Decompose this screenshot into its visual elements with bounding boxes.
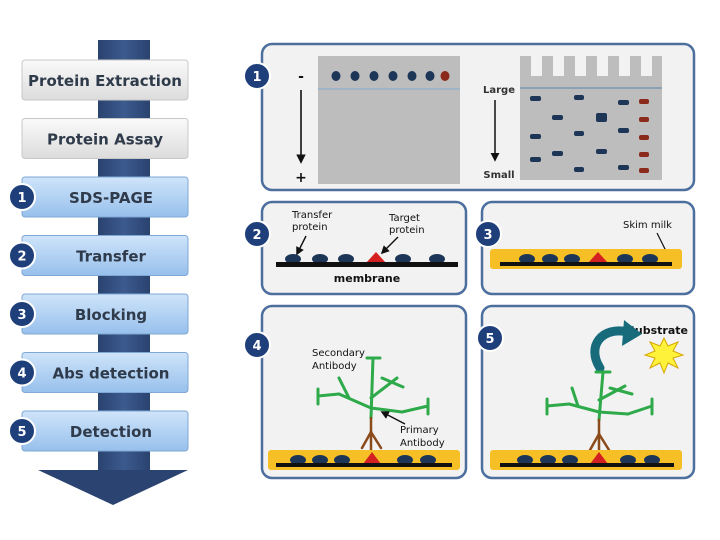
- panel-5-badge: [476, 324, 504, 352]
- step-badge-number: 5: [17, 425, 26, 440]
- substrate-arrow-head: [622, 320, 642, 346]
- flow-arrow-head: [38, 470, 188, 505]
- step-detection: Detection 5: [8, 410, 189, 452]
- panel-5-badge-number: 5: [485, 332, 494, 347]
- blocking-membrane: [500, 262, 672, 266]
- secondary-antibody: [316, 356, 430, 420]
- blocked-proteins: [519, 252, 658, 264]
- step-badge-number: 2: [17, 250, 26, 265]
- step-badge-number: 1: [17, 191, 26, 206]
- anode-sign: +: [295, 170, 307, 186]
- panel-4-badge: [243, 331, 271, 359]
- panel-blocking: 3 Skim milk: [474, 200, 696, 296]
- panel-2-badge-number: 2: [252, 228, 261, 243]
- panel-3-badge: [474, 220, 502, 248]
- step-badge: [8, 300, 36, 328]
- detection-membrane: [276, 463, 452, 467]
- panel-sds-page: 1 - + Large Small: [243, 42, 696, 192]
- step-label: Detection: [70, 423, 152, 441]
- gel-loading: [318, 56, 460, 88]
- panel-transfer: 2 Transfer protein Target protein membra…: [243, 200, 468, 296]
- step-protein-extraction: Protein Extraction: [21, 59, 189, 101]
- cathode-sign: -: [298, 69, 304, 85]
- primary-antibody: [360, 416, 383, 454]
- step-label: Transfer: [76, 248, 146, 266]
- step-badge: [8, 358, 36, 387]
- detection-proteins: [290, 452, 436, 465]
- primary-antibody-pointer: [380, 411, 406, 425]
- secondary-antibody-label: Secondary Antibody: [312, 348, 368, 372]
- step-label: SDS-PAGE: [69, 189, 153, 207]
- step-badge-number: 4: [17, 367, 26, 382]
- panel-4-badge-number: 4: [252, 339, 261, 354]
- membrane-proteins: [285, 252, 445, 264]
- panel-detection: 5 Substrate: [476, 304, 696, 480]
- large-label: Large: [483, 85, 515, 96]
- step-sds-page: SDS-PAGE 1: [8, 176, 189, 218]
- target-pointer: [380, 236, 399, 255]
- loaded-samples: [331, 71, 450, 81]
- step-badge-number: 3: [17, 308, 26, 323]
- step-badge: [8, 241, 36, 270]
- panel-2-badge: [243, 220, 271, 248]
- separated-bands: [530, 95, 649, 173]
- step-label: Blocking: [75, 306, 147, 324]
- bound-secondary-antibody: [545, 370, 654, 422]
- panel-antibody-detection: 4 Secondary Antibody Primary: [243, 304, 468, 480]
- membrane-strip: [276, 262, 458, 267]
- step-label: Protein Assay: [47, 131, 163, 149]
- bound-primary-antibody: [588, 418, 611, 454]
- step-protein-assay: Protein Assay: [21, 118, 189, 159]
- target-protein: [366, 252, 386, 263]
- step-abs-detection: Abs detection 4: [8, 352, 189, 393]
- signal-burst: [643, 336, 685, 375]
- gel-run-area: [318, 90, 460, 184]
- step-label: Protein Extraction: [28, 72, 182, 90]
- panel-3-badge-number: 3: [483, 228, 492, 243]
- step-transfer: Transfer 2: [8, 235, 189, 276]
- skim-milk-label: Skim milk: [623, 220, 672, 231]
- substrate-curved-arrow: [590, 326, 633, 373]
- membrane-label: membrane: [334, 272, 400, 285]
- panel-1-badge-number: 1: [252, 70, 261, 85]
- step-blocking: Blocking 3: [8, 293, 189, 335]
- final-membrane: [500, 463, 674, 467]
- run-gel: [520, 56, 662, 180]
- target-protein-label: Target protein: [388, 213, 425, 236]
- step-box: [21, 118, 189, 159]
- panel-1-badge: [243, 62, 271, 90]
- step-badge: [8, 417, 36, 445]
- step-label: Abs detection: [53, 365, 170, 383]
- step-box: [21, 59, 189, 101]
- transfer-protein-label: Transfer protein: [291, 210, 335, 233]
- substrate-label: Substrate: [627, 324, 688, 337]
- small-label: Small: [483, 170, 514, 181]
- final-proteins: [517, 452, 660, 465]
- step-badge: [8, 183, 36, 211]
- primary-antibody-label: Primary Antibody: [400, 425, 445, 449]
- transfer-pointer: [296, 235, 307, 256]
